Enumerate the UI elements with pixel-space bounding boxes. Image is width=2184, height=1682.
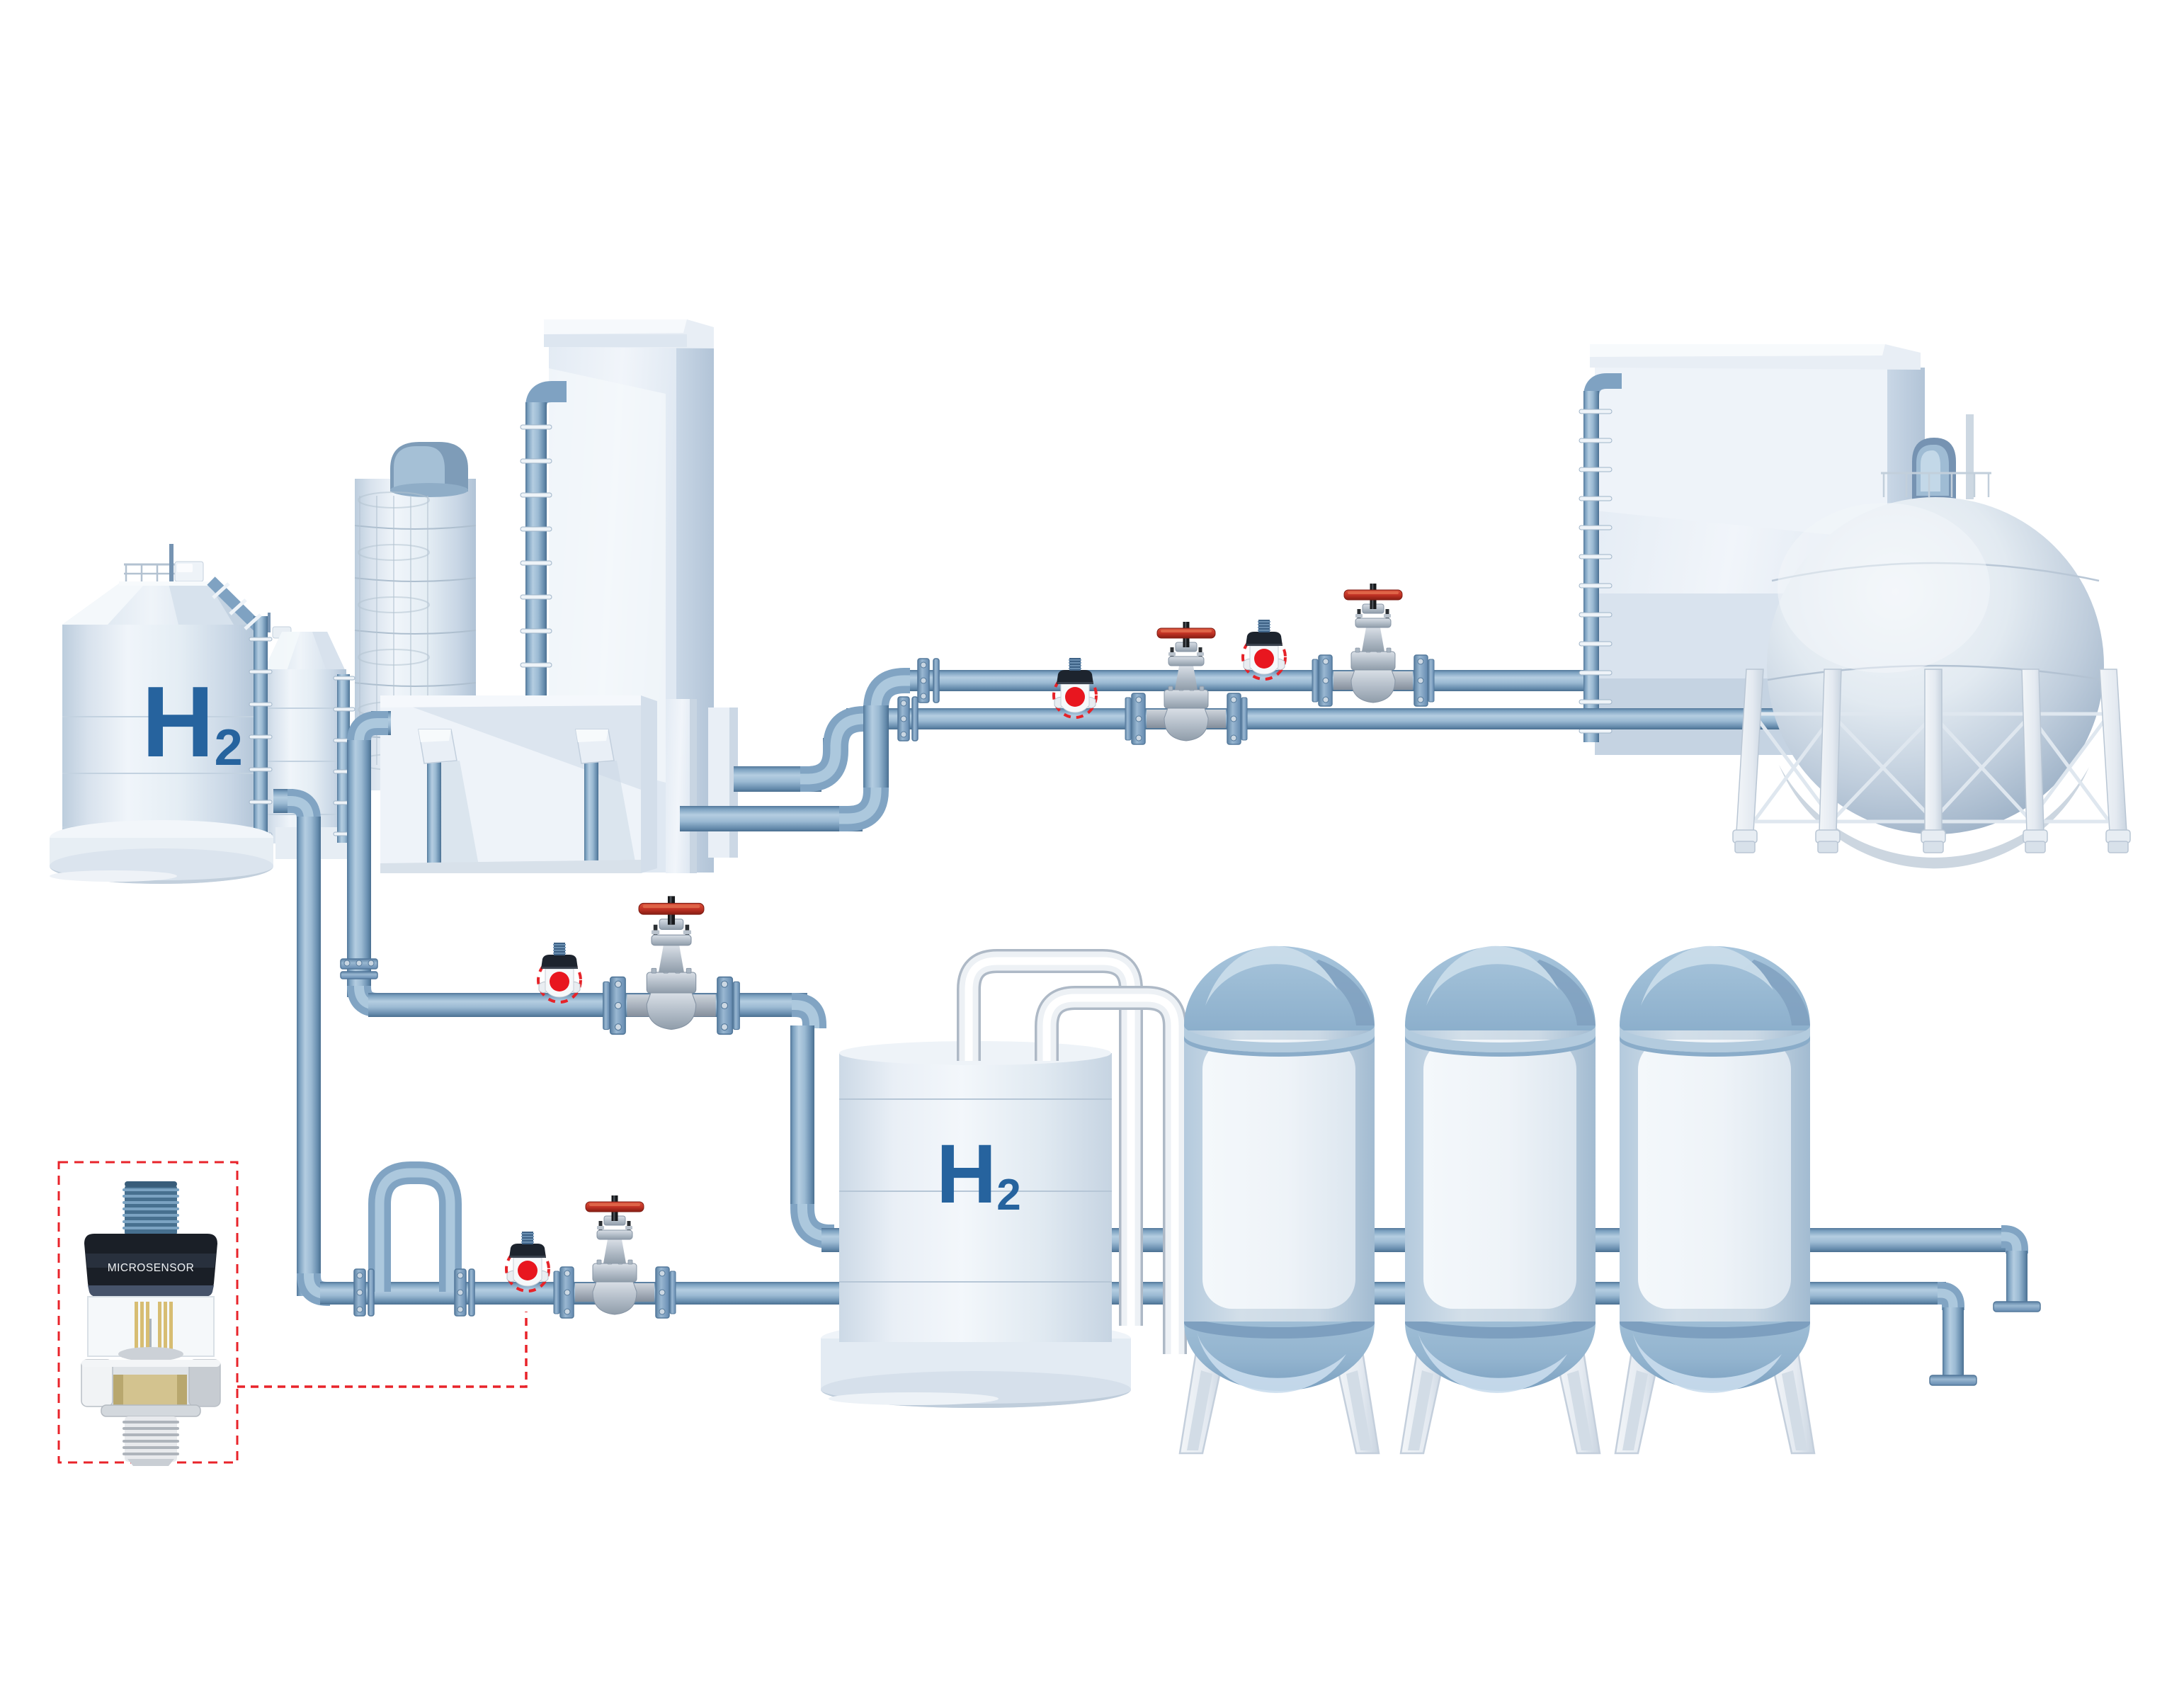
svg-text:MICROSENSOR: MICROSENSOR	[108, 1262, 195, 1274]
